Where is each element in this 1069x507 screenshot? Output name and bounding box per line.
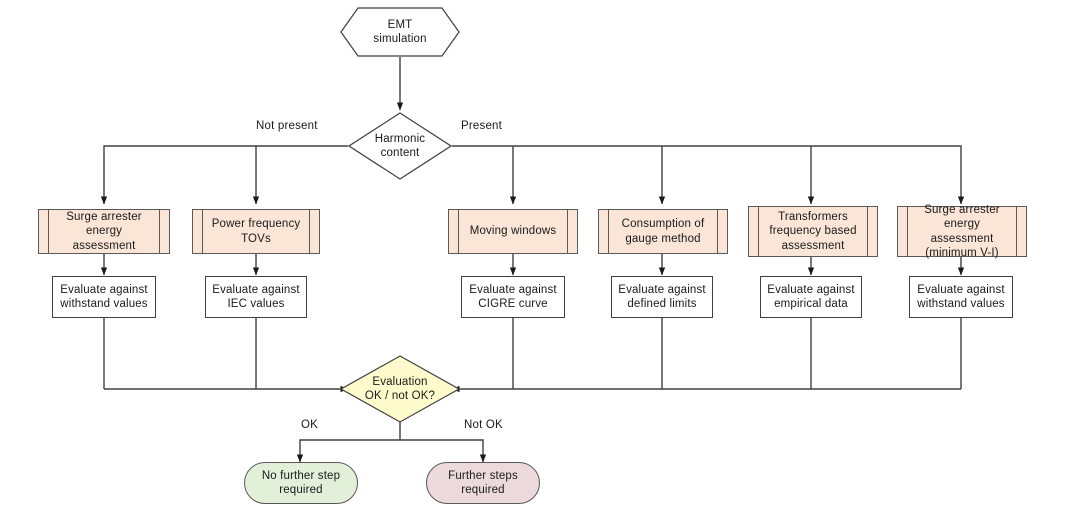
node-moving-windows[interactable]: Moving windows <box>448 209 578 254</box>
edge-label-not-present: Not present <box>256 120 318 132</box>
edge-label-not-ok: Not OK <box>464 419 503 431</box>
diamond-shape <box>348 112 452 180</box>
node-no-further-step-required-label: No further step required <box>261 469 341 496</box>
node-evaluate-defined-limits-label: Evaluate against defined limits <box>618 283 706 310</box>
node-evaluate-iec-values[interactable]: Evaluate against IEC values <box>205 276 307 318</box>
node-evaluate-iec-values-label: Evaluate against IEC values <box>212 283 300 310</box>
node-harmonic-content-label: Harmonic content <box>374 132 426 159</box>
proc-bar-left <box>608 210 609 253</box>
hexagon-shape <box>340 7 460 57</box>
node-evaluate-cigre-curve-label: Evaluate against CIGRE curve <box>469 283 557 310</box>
node-further-steps-required-label: Further steps required <box>448 469 518 496</box>
edge-harmonic-right-bus <box>452 145 965 205</box>
node-further-steps-required[interactable]: Further steps required <box>426 462 540 504</box>
node-evaluate-empirical-data-label: Evaluate against empirical data <box>767 283 855 310</box>
node-consumption-gauge-method-label: Consumption of gauge method <box>621 218 705 245</box>
diamond-shape <box>340 355 460 423</box>
proc-bar-right <box>867 207 868 256</box>
node-evaluate-withstand-values-left[interactable]: Evaluate against withstand values <box>52 276 156 318</box>
node-transformers-frequency-based[interactable]: Transformers frequency based assessment <box>748 206 878 257</box>
node-evaluate-empirical-data[interactable]: Evaluate against empirical data <box>760 276 862 318</box>
node-surge-arrester-energy-label: Surge arrester energy assessment <box>66 211 142 252</box>
node-moving-windows-label: Moving windows <box>469 225 557 238</box>
proc-bar-right <box>1016 207 1017 256</box>
node-power-frequency-tovs-label: Power frequency TOVs <box>211 218 301 245</box>
edge-label-ok: OK <box>301 419 319 431</box>
node-emt-simulation[interactable]: EMT simulation <box>340 7 460 57</box>
edge-evaluation-to-notok <box>400 439 487 463</box>
proc-bar-left <box>202 210 203 253</box>
node-evaluation-ok-not-ok[interactable]: Evaluation OK / not OK? <box>340 355 460 423</box>
edge-label-present: Present <box>461 120 503 132</box>
proc-bar-right <box>309 210 310 253</box>
proc-bar-left <box>458 210 459 253</box>
node-surge-arrester-energy[interactable]: Surge arrester energy assessment <box>38 209 170 254</box>
proc-bar-left <box>758 207 759 256</box>
proc-bar-right <box>159 210 160 253</box>
node-no-further-step-required[interactable]: No further step required <box>244 462 358 504</box>
node-power-frequency-tovs[interactable]: Power frequency TOVs <box>192 209 320 254</box>
proc-bar-right <box>717 210 718 253</box>
node-evaluation-ok-not-ok-label: Evaluation OK / not OK? <box>364 375 436 402</box>
node-transformers-frequency-based-label: Transformers frequency based assessment <box>769 211 857 252</box>
proc-bar-left <box>907 207 908 256</box>
node-emt-simulation-label: EMT simulation <box>373 18 427 45</box>
node-consumption-gauge-method[interactable]: Consumption of gauge method <box>598 209 728 254</box>
node-evaluate-defined-limits[interactable]: Evaluate against defined limits <box>611 276 713 318</box>
node-surge-arrester-min-vi[interactable]: Surge arrester energy assessment (minimu… <box>897 204 1027 259</box>
node-evaluate-withstand-values-right-label: Evaluate against withstand values <box>917 283 1005 310</box>
node-evaluate-withstand-values-right[interactable]: Evaluate against withstand values <box>909 276 1013 318</box>
edge-harmonic-left-bus <box>100 145 348 205</box>
node-evaluate-cigre-curve[interactable]: Evaluate against CIGRE curve <box>461 276 565 318</box>
proc-bar-right <box>567 210 568 253</box>
node-evaluate-withstand-values-left-label: Evaluate against withstand values <box>60 283 148 310</box>
proc-bar-left <box>48 210 49 253</box>
node-harmonic-content[interactable]: Harmonic content <box>348 112 452 180</box>
node-surge-arrester-min-vi-label: Surge arrester energy assessment (minimu… <box>924 204 1000 259</box>
